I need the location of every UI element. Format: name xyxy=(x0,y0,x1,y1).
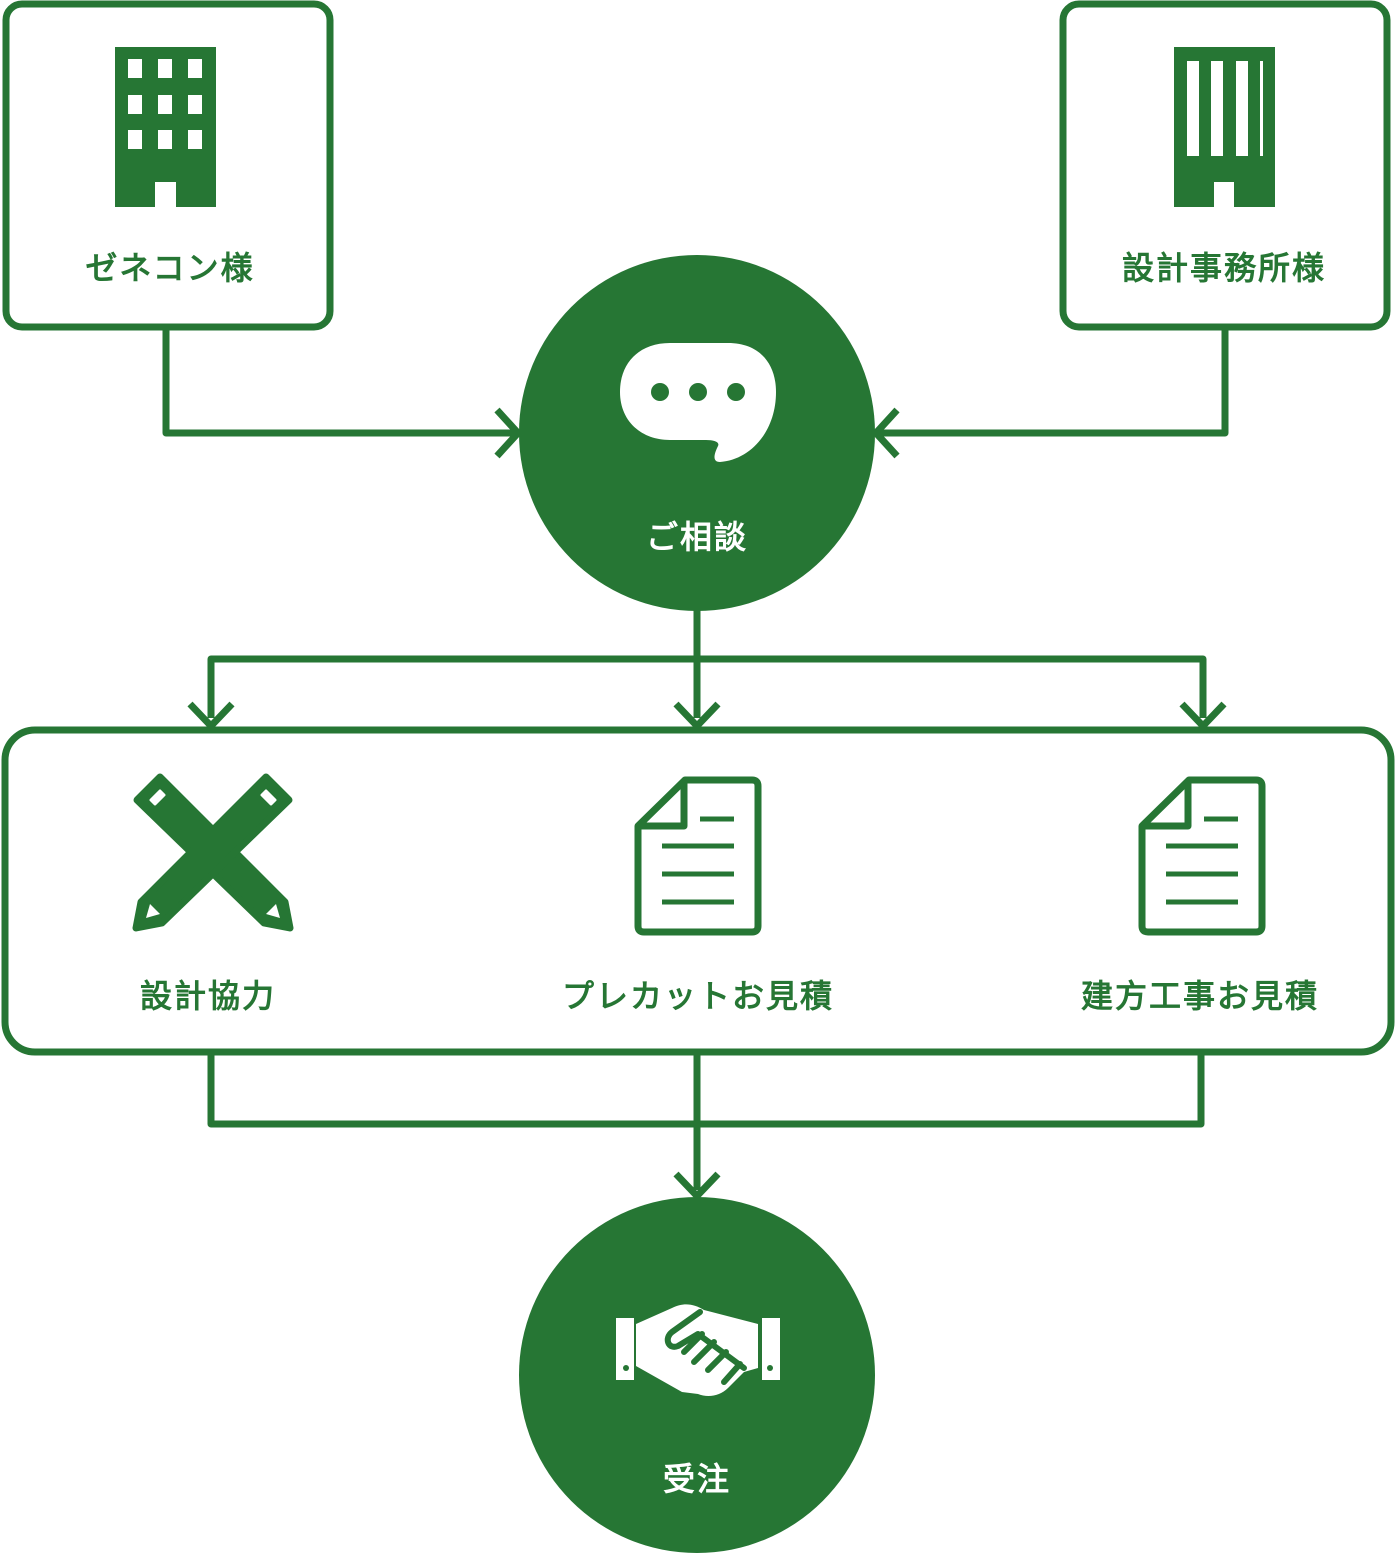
arrowhead-office xyxy=(872,407,900,459)
handshake-icon xyxy=(616,1304,780,1396)
box-services xyxy=(1,726,1395,1056)
box-design-office xyxy=(1059,0,1391,331)
arrowhead-service-center xyxy=(673,701,721,730)
box-general-contractor xyxy=(2,0,334,331)
label-precut-estimate: プレカットお見積 xyxy=(562,977,834,1015)
office-tower-icon xyxy=(1174,47,1275,207)
connector-office-to-consultation xyxy=(880,328,1229,437)
label-order: 受注 xyxy=(663,1460,731,1498)
arrowhead-order xyxy=(673,1171,721,1200)
label-construction-estimate: 建方工事お見積 xyxy=(1081,977,1319,1015)
label-design-cooperation: 設計協力 xyxy=(140,977,276,1015)
connector-consultation-split xyxy=(207,610,1207,718)
label-consultation: ご相談 xyxy=(646,518,748,556)
label-design-office: 設計事務所様 xyxy=(1122,249,1326,287)
arrowhead-service-right xyxy=(1179,701,1227,730)
speech-bubble-icon xyxy=(620,343,776,462)
office-building-icon xyxy=(115,47,216,207)
connector-contractor-to-consultation xyxy=(162,328,514,437)
label-general-contractor: ゼネコン様 xyxy=(85,249,254,287)
document-icon xyxy=(634,776,762,936)
arrowhead-contractor xyxy=(494,407,522,459)
arrowhead-service-left xyxy=(187,701,235,730)
crossed-pencils-icon xyxy=(132,773,294,932)
connector-services-merge xyxy=(207,1054,1205,1190)
document-icon xyxy=(1138,776,1266,936)
